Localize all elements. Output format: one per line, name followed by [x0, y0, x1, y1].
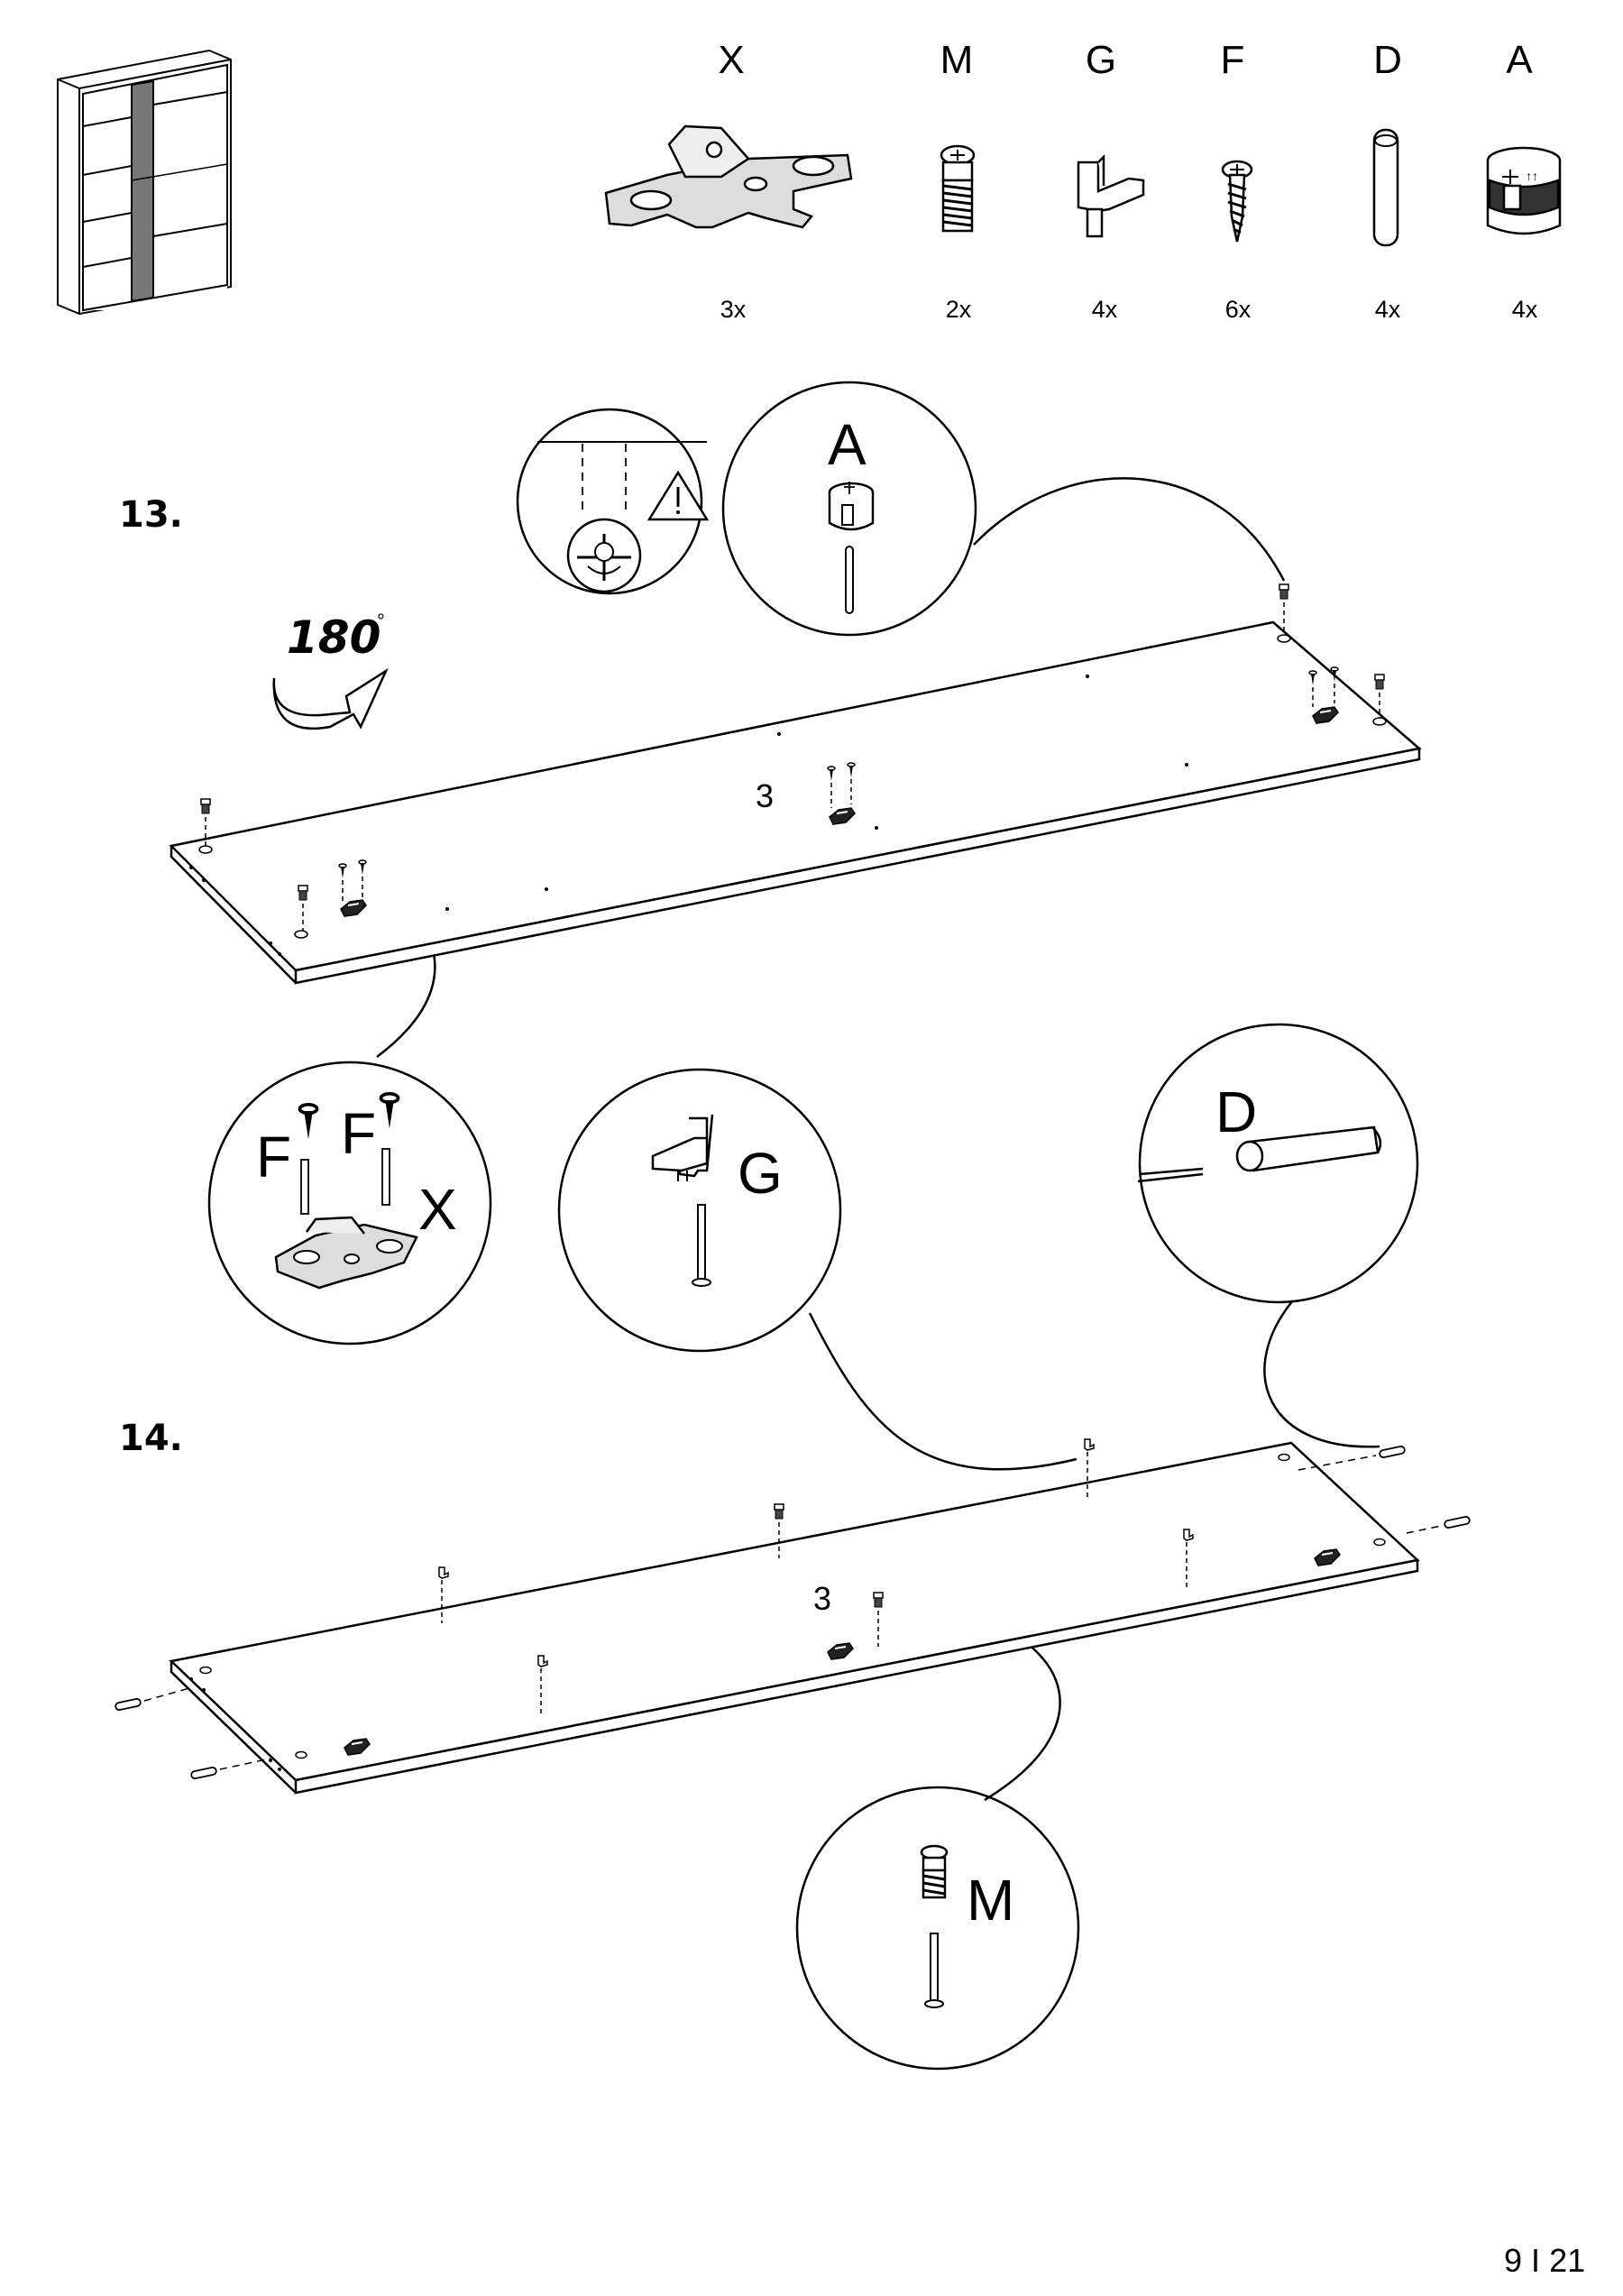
cam-lock-callout — [721, 381, 977, 637]
callout-f2-label: F — [341, 1101, 377, 1166]
rotate-180-icon — [272, 667, 389, 730]
page-number: 9 I 21 — [1504, 2242, 1585, 2280]
callout-a-label: A — [828, 412, 867, 477]
hinge-screws-callout — [207, 1061, 492, 1345]
step14-panel-number: 3 — [813, 1580, 832, 1617]
part-f-letter: F — [1220, 38, 1245, 82]
cam-bolt-icon — [940, 144, 976, 233]
step14-panel — [114, 1438, 1472, 1795]
rotation-label: 180 — [287, 611, 381, 664]
page-current: 9 — [1504, 2242, 1523, 2279]
part-d-quantity: 4x — [1374, 296, 1401, 323]
part-g-quantity: 4x — [1091, 296, 1118, 323]
part-d-letter: D — [1373, 38, 1402, 82]
callout-leader-line — [973, 477, 1286, 582]
part-g-letter: G — [1085, 38, 1117, 82]
cam-bolt-callout — [795, 1786, 1080, 2071]
warning-callout — [516, 408, 710, 595]
dowel-callout — [1137, 1023, 1419, 1304]
rotation-degree-symbol: ° — [377, 610, 385, 632]
callout-g-label: G — [738, 1141, 783, 1206]
step13-panel-number: 3 — [756, 777, 775, 814]
cam-lock-icon: ↑↑ — [1486, 146, 1562, 235]
part-x-quantity: 3x — [720, 296, 747, 323]
page-total: 21 — [1549, 2242, 1586, 2279]
part-f-quantity: 6x — [1224, 296, 1252, 323]
part-m-quantity: 2x — [945, 296, 972, 323]
step-13-number: 13. — [119, 494, 183, 536]
page-separator: I — [1531, 2242, 1541, 2279]
step-14-number: 14. — [119, 1418, 183, 1459]
callout-leader-line — [808, 1312, 1077, 1471]
callout-x-label: X — [418, 1177, 457, 1242]
part-a-letter: A — [1506, 38, 1533, 82]
part-a-quantity: 4x — [1511, 296, 1538, 323]
shelf-support-callout — [557, 1068, 842, 1353]
part-m-letter: M — [940, 38, 974, 82]
screw-icon — [1221, 160, 1253, 243]
wooden-dowel-icon — [1372, 128, 1399, 247]
callout-f1-label: F — [256, 1125, 292, 1189]
step13-panel — [169, 583, 1422, 985]
hinge-plate-icon — [604, 124, 853, 229]
callout-m-label: M — [967, 1868, 1015, 1933]
svg-text:↑↑: ↑↑ — [1526, 169, 1538, 183]
part-x-letter: X — [718, 38, 745, 82]
shelf-support-icon — [1077, 153, 1145, 238]
cabinet-overview-illustration — [57, 49, 232, 316]
callout-d-label: D — [1215, 1079, 1258, 1144]
callout-leader-line — [1263, 1300, 1380, 1448]
